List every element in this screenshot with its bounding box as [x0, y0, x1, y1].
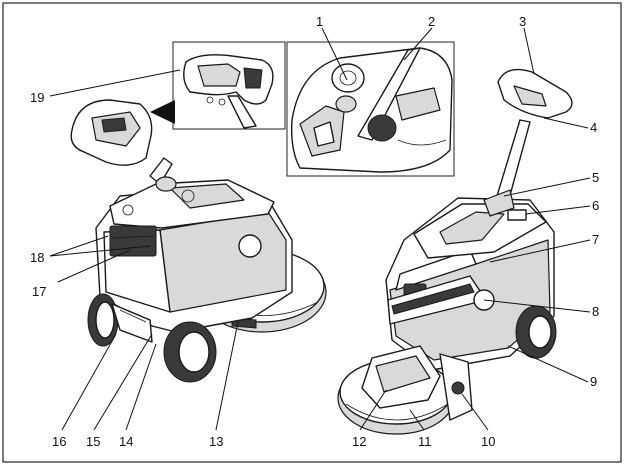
callout-4: 4: [590, 120, 597, 135]
inset-handle-detail: [172, 41, 286, 130]
callout-17: 17: [32, 284, 46, 299]
callout-16: 16: [52, 434, 66, 449]
callout-18: 18: [30, 250, 44, 265]
callout-9: 9: [590, 374, 597, 389]
machine-rear-view: [70, 99, 327, 383]
callout-1: 1: [316, 14, 323, 29]
callout-8: 8: [592, 304, 599, 319]
callout-3: 3: [519, 14, 526, 29]
callout-labels: 1 2 3 4 5 6 7 8 9 10 11 12 13 14 15 16 1…: [30, 14, 599, 449]
machine-front-view: [337, 68, 573, 435]
callout-12: 12: [352, 434, 366, 449]
leader-lines: [49, 27, 591, 431]
callout-14: 14: [119, 434, 133, 449]
callout-10: 10: [481, 434, 495, 449]
inset-top-detail: [286, 41, 455, 177]
callout-7: 7: [592, 232, 599, 247]
callout-13: 13: [209, 434, 223, 449]
callout-5: 5: [592, 170, 599, 185]
callout-6: 6: [592, 198, 599, 213]
inset-pointer: [150, 100, 175, 124]
callout-19: 19: [30, 90, 44, 105]
callout-11: 11: [418, 434, 432, 449]
callout-15: 15: [86, 434, 100, 449]
callout-2: 2: [428, 14, 435, 29]
